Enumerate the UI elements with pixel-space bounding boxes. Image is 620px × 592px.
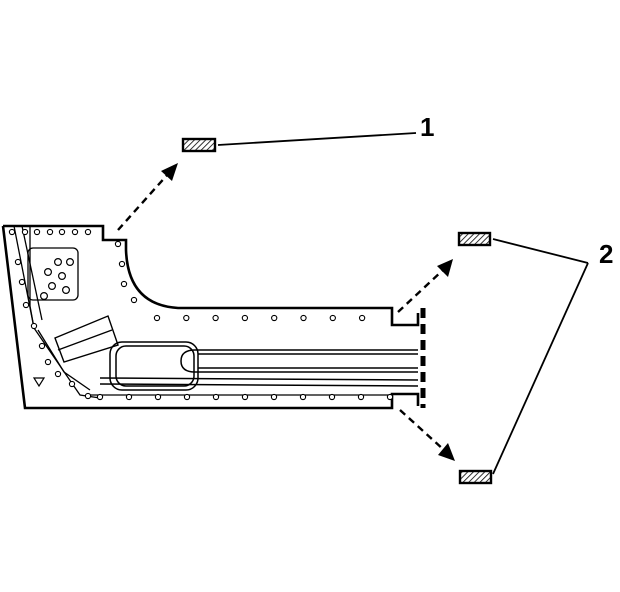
- rivet-hole: [114, 240, 122, 248]
- rivet-hole: [271, 314, 278, 322]
- rivet-hole: [68, 380, 76, 388]
- rivet-hole: [328, 393, 336, 401]
- rivet-hole: [96, 393, 104, 401]
- rivet-hole: [18, 278, 26, 286]
- arrowhead-2a: [437, 259, 453, 277]
- inner-plate: [27, 247, 79, 301]
- rivet-hole: [14, 258, 22, 266]
- leader-2a: [492, 238, 589, 264]
- reinforcement-block: [109, 341, 199, 391]
- arrow-to-patch-2b: [399, 409, 445, 451]
- rivet-hole: [118, 260, 126, 268]
- rivet-hole: [241, 393, 249, 401]
- arrow-to-patch-1: [117, 173, 169, 231]
- triangle-marker: [32, 377, 46, 388]
- arrowhead-1: [161, 163, 178, 181]
- rivet-hole: [125, 393, 133, 401]
- bracket: [54, 315, 119, 363]
- plate-holes: [39, 258, 74, 301]
- rivet-hole: [212, 314, 219, 322]
- panel-body: [1, 224, 420, 410]
- rivet-hole: [153, 314, 161, 322]
- channel-tube: [99, 349, 419, 387]
- rivet-hole: [58, 228, 66, 236]
- placement-arrows: [117, 173, 445, 451]
- patch-1: [181, 137, 217, 153]
- rivet-hole: [84, 228, 92, 236]
- patch-2b: [458, 469, 493, 485]
- rivet-hole: [299, 393, 307, 401]
- rivet-hole: [130, 296, 138, 304]
- callout-2: 2: [599, 239, 613, 269]
- rivet-hole: [33, 228, 41, 236]
- rivet-hole: [71, 228, 79, 236]
- arrow-heads: [161, 163, 455, 461]
- rivet-hole: [46, 228, 54, 236]
- arrow-to-patch-2a: [397, 269, 444, 313]
- panel-outline: [3, 224, 420, 327]
- rivet-hole: [183, 314, 190, 322]
- rivet-hole: [183, 393, 191, 401]
- callout-1: 1: [420, 112, 434, 142]
- rivet-hole: [357, 393, 365, 401]
- rivet-hole: [120, 280, 128, 288]
- rivet-hole: [30, 322, 38, 330]
- rivet-hole: [358, 314, 366, 322]
- rivet-holes: [8, 228, 394, 401]
- rivet-hole: [329, 314, 336, 322]
- patch-2a: [457, 231, 492, 247]
- rivet-hole: [84, 392, 92, 400]
- leader-lines: [217, 132, 589, 475]
- rivet-hole: [241, 314, 249, 322]
- arrowhead-2b: [438, 443, 455, 461]
- rivet-hole: [44, 358, 52, 366]
- rivet-hole: [154, 393, 162, 401]
- rivet-hole: [386, 393, 394, 401]
- rivet-hole: [38, 342, 46, 350]
- rivet-hole: [21, 228, 29, 236]
- rivet-hole: [8, 228, 16, 236]
- panel-outline-lower: [1, 225, 420, 410]
- rivet-hole: [212, 393, 220, 401]
- rivet-hole: [300, 314, 307, 322]
- rivet-hole: [54, 370, 62, 378]
- rivet-hole: [22, 301, 30, 309]
- leader-2b: [492, 262, 589, 475]
- rivet-hole: [270, 393, 278, 401]
- leader-1: [217, 132, 417, 146]
